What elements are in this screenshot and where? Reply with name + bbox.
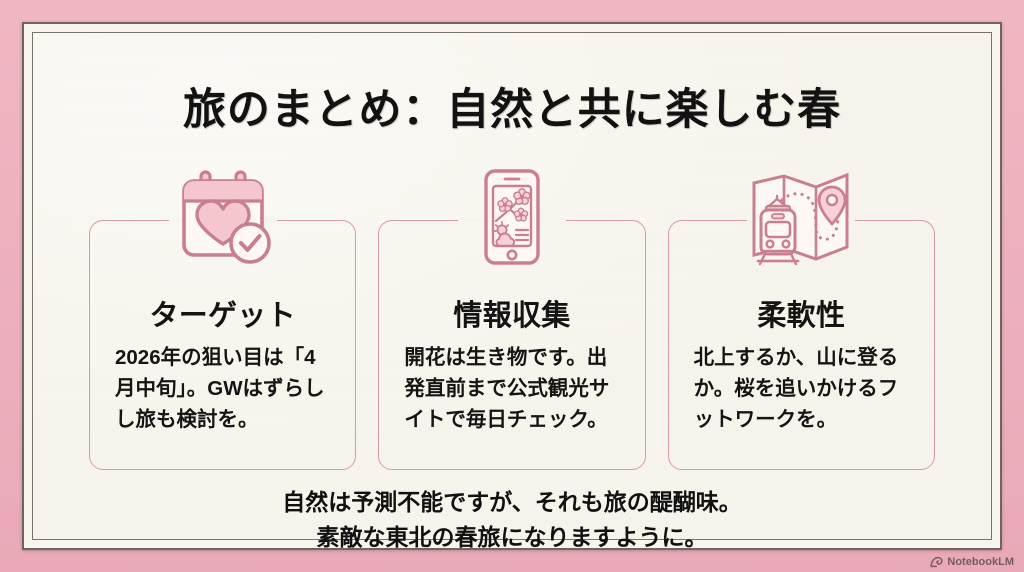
slide-canvas: 旅のまとめ：自然と共に楽しむ春 — [33, 33, 991, 550]
closing-message: 自然は予測不能ですが、それも旅の醍醐味。 素敵な東北の春旅になりますように。 — [33, 485, 991, 554]
calendar-heart-check-icon — [164, 158, 282, 276]
smartphone-sakura-weather-icon — [453, 158, 571, 276]
card-body: 開花は生き物です。出発直前まで公式観光サイトで毎日チェック。 — [404, 346, 610, 432]
card-information[interactable]: 情報収集 開花は生き物です。出発直前まで公式観光サイトで毎日チェック。 — [378, 158, 646, 470]
map-train-route-pin-icon — [742, 158, 860, 276]
card-row: ターゲット 2026年の狙い目は「4月中旬」。GWはずらしし旅も検討を。 — [89, 158, 935, 470]
card-title: 柔軟性 — [757, 300, 846, 332]
closing-line-1: 自然は予測不能ですが、それも旅の醍醐味。 — [282, 489, 742, 515]
card-flexibility[interactable]: 柔軟性 北上するか、山に登るか。桜を追いかけるフットワークを。 — [667, 158, 935, 470]
closing-line-2: 素敵な東北の春旅になりますように。 — [316, 523, 708, 550]
slide-frame-outer: 旅のまとめ：自然と共に楽しむ春 — [22, 22, 1002, 550]
card-body: 2026年の狙い目は「4月中旬」。GWはずらしし旅も検討を。 — [115, 346, 325, 432]
notebooklm-spiral-icon — [930, 556, 943, 568]
notebooklm-label: NotebookLM — [947, 556, 1014, 568]
page-title: 旅のまとめ：自然と共に楽しむ春 — [183, 85, 841, 135]
card-target[interactable]: ターゲット 2026年の狙い目は「4月中旬」。GWはずらしし旅も検討を。 — [89, 158, 357, 470]
card-title: ターゲット — [149, 300, 296, 332]
card-body: 北上するか、山に登るか。桜を追いかけるフットワークを。 — [693, 346, 899, 432]
slide-frame-inner: 旅のまとめ：自然と共に楽しむ春 — [32, 32, 992, 550]
card-title: 情報収集 — [453, 300, 571, 332]
notebooklm-watermark: NotebookLM — [930, 556, 1014, 568]
